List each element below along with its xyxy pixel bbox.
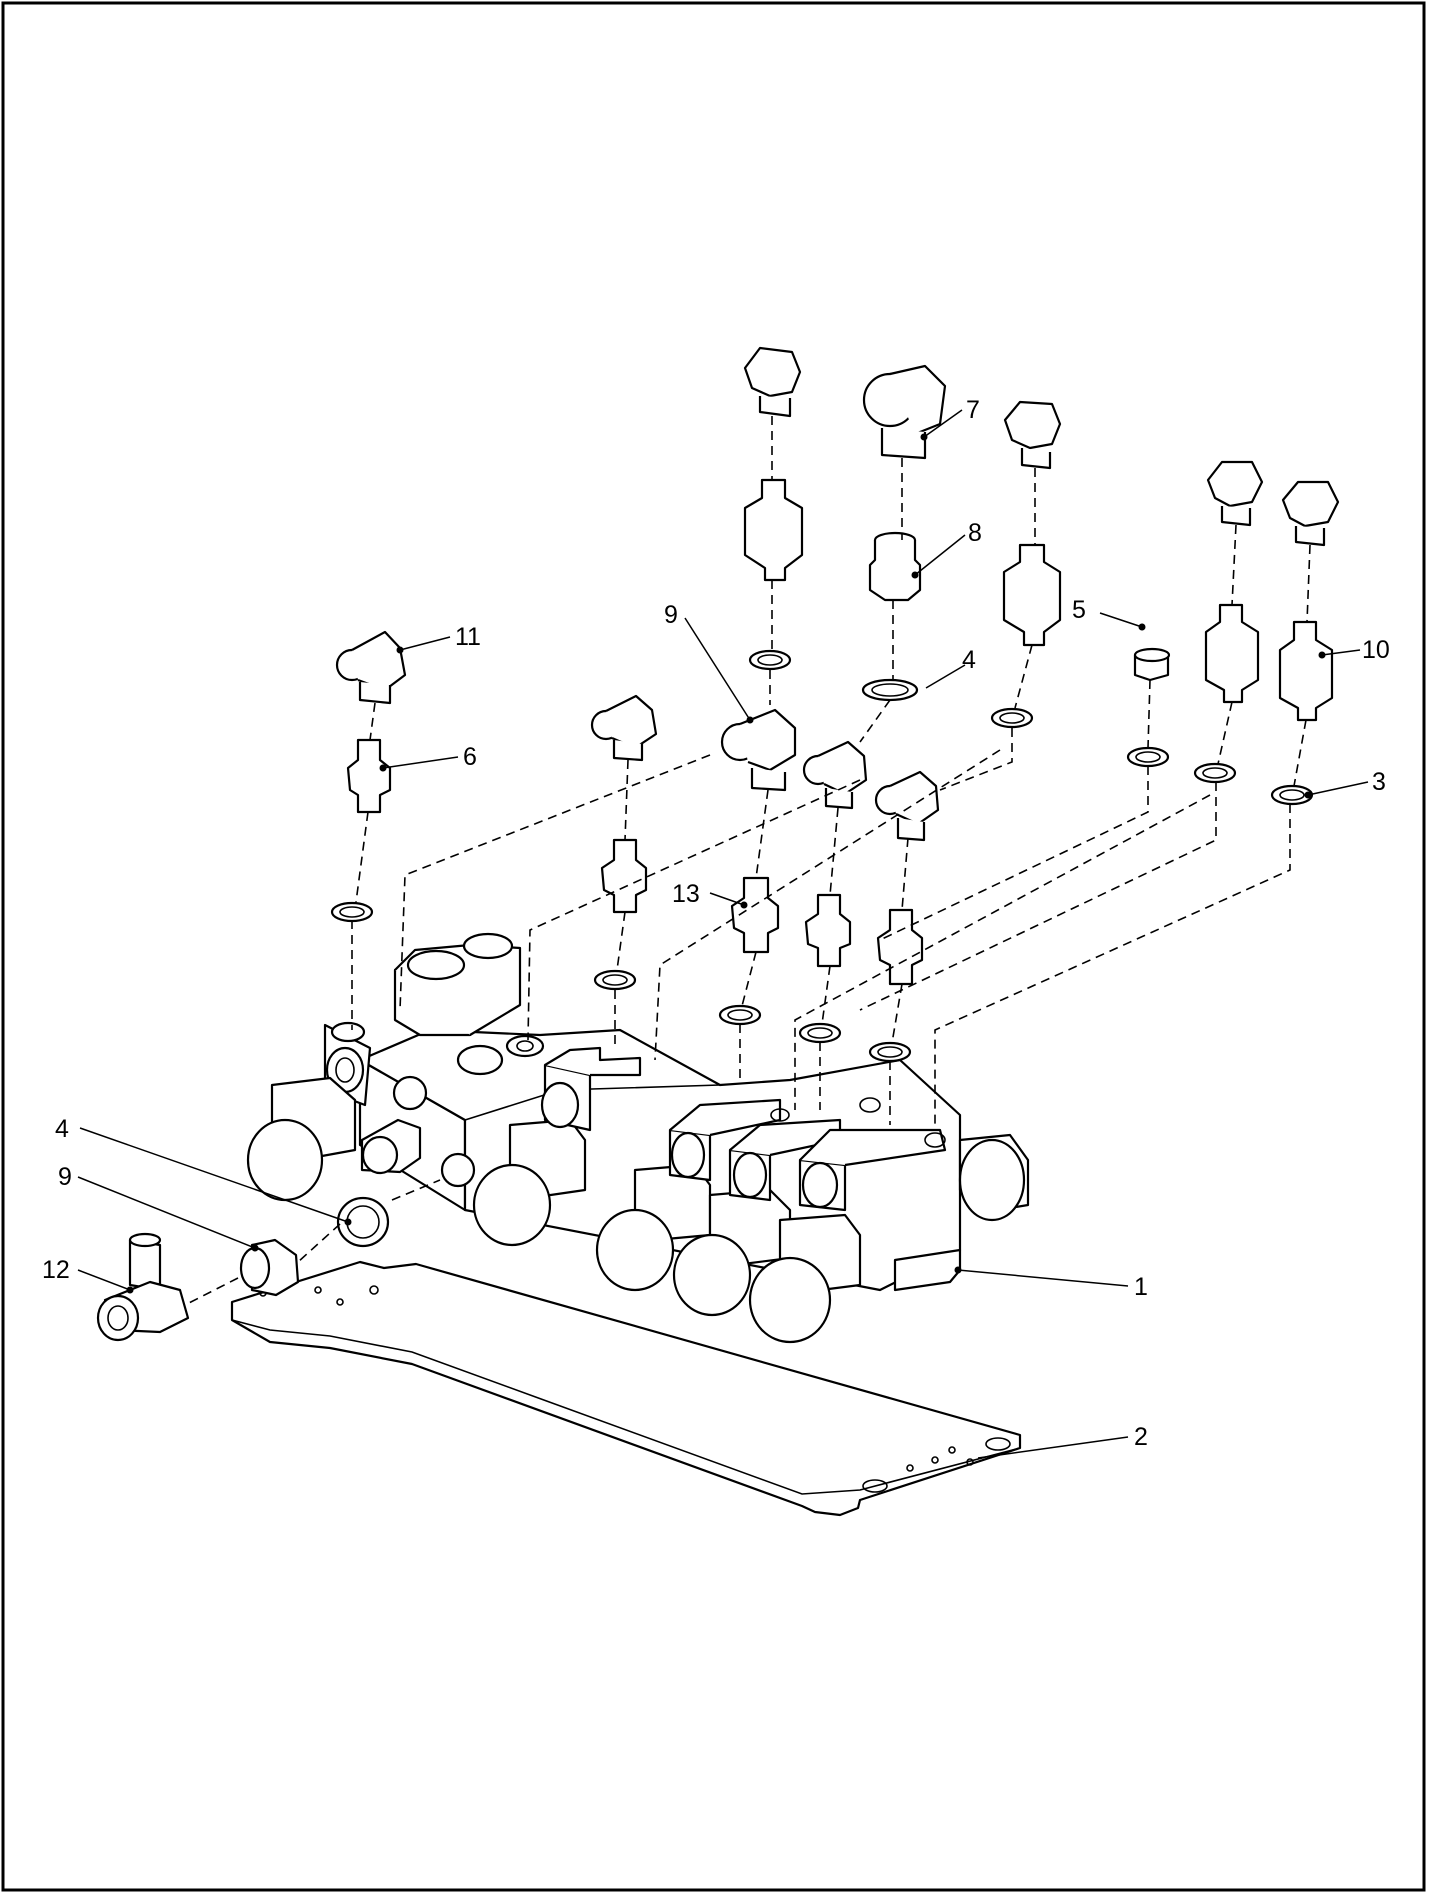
- callout-1: 1: [1134, 1273, 1148, 1301]
- tee-fitting: [96, 1232, 190, 1342]
- adapter-fitting: [1002, 543, 1062, 647]
- adapter-fitting: [743, 478, 804, 582]
- callout-13: 13: [672, 880, 700, 908]
- seal-washer: [718, 1004, 762, 1026]
- callout-4: 4: [55, 1115, 69, 1143]
- solenoid-coil: [672, 1188, 792, 1317]
- solenoid-coil: [472, 1118, 587, 1247]
- callout-9: 9: [664, 601, 678, 629]
- callout-6: 6: [463, 743, 477, 771]
- elbow-fitting: [862, 364, 947, 460]
- seal-washer: [1270, 784, 1314, 806]
- elbow-fitting: [720, 708, 797, 792]
- solenoid-coil: [595, 1163, 712, 1292]
- elbow-fitting: [874, 770, 940, 842]
- seal-washer: [1193, 762, 1237, 784]
- straight-fitting: [239, 1238, 300, 1297]
- adapter-fitting: [1278, 620, 1334, 722]
- seal-washer: [748, 649, 792, 671]
- elbow-fitting: [743, 346, 802, 418]
- seal-washer: [990, 707, 1034, 729]
- solenoid-coil: [958, 1133, 1030, 1222]
- callout-7: 7: [966, 396, 980, 424]
- seal-washer: [861, 678, 919, 702]
- elbow-fitting: [1281, 480, 1340, 547]
- callout-10: 10: [1362, 636, 1390, 664]
- straight-fitting: [804, 893, 852, 968]
- callout-11: 11: [455, 623, 481, 651]
- callout-4: 4: [962, 646, 976, 674]
- solenoid-coil: [748, 1213, 862, 1344]
- callout-5: 5: [1072, 596, 1086, 624]
- callouts: 1 2 3 4 4 5 6 7 8 9 9 10 11 12 13: [42, 396, 1390, 1451]
- straight-fitting: [346, 738, 392, 814]
- elbow-fitting: [335, 630, 407, 705]
- solenoid-coil: [246, 1076, 357, 1202]
- valve-manifold-assembly: [246, 932, 1030, 1344]
- elbow-fitting: [1003, 400, 1062, 470]
- adapter-fitting: [868, 531, 922, 602]
- callout-12: 12: [42, 1256, 70, 1284]
- callout-9: 9: [58, 1163, 72, 1191]
- seal-washer: [798, 1022, 842, 1044]
- elbow-fitting: [590, 694, 658, 762]
- seal-washer: [593, 969, 637, 991]
- elbow-fitting: [1206, 460, 1264, 527]
- seal-washer: [1126, 746, 1170, 768]
- straight-fitting: [600, 838, 648, 914]
- callout-8: 8: [968, 519, 982, 547]
- straight-fitting: [876, 908, 924, 986]
- callout-2: 2: [1134, 1423, 1148, 1451]
- o-ring: [336, 1196, 390, 1248]
- mounting-plate: [230, 1260, 1022, 1517]
- assembly-lines: [184, 416, 1311, 1306]
- seal-washer: [868, 1041, 912, 1063]
- cap-fitting: [1133, 623, 1171, 682]
- elbow-fitting: [802, 740, 868, 810]
- seal-washer: [330, 901, 374, 923]
- leader-lines: [77, 409, 1369, 1459]
- callout-3: 3: [1372, 768, 1386, 796]
- adapter-fitting: [1204, 603, 1260, 704]
